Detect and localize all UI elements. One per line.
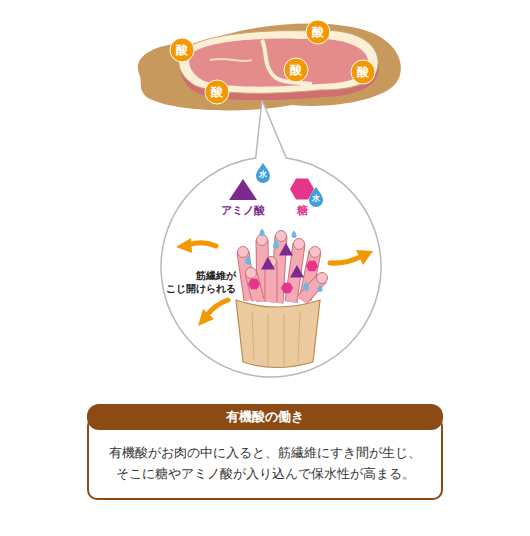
water-drop-shape	[256, 163, 270, 183]
amino-acid-particle	[261, 257, 275, 270]
arrow-shaft	[188, 243, 216, 246]
muscle-fibers	[238, 231, 328, 304]
water-drop-shape	[309, 187, 323, 207]
acid-label: 酸	[306, 20, 330, 44]
acid-label: 酸	[351, 60, 375, 84]
arrow-heads	[176, 238, 373, 326]
meat-lean	[189, 38, 368, 86]
fiber-note: 筋繊維が こじ開けられる	[150, 269, 236, 295]
fiber-end	[294, 239, 305, 250]
fiber-sheath	[236, 300, 320, 368]
water-drop	[245, 256, 251, 265]
meat-juice	[138, 24, 401, 111]
arrow-shaft	[330, 257, 360, 263]
magnifier-outline	[161, 100, 381, 377]
substance-label: 糖	[282, 204, 322, 218]
fiber-end	[276, 231, 287, 242]
fiber-end	[246, 268, 257, 279]
arrow-shaft	[208, 300, 228, 314]
water-drop	[303, 282, 309, 291]
acid-badge: 酸	[351, 60, 375, 84]
water-drop-badge: 水	[255, 163, 271, 183]
meat-fat-seam	[210, 59, 252, 61]
sugar-particle	[248, 279, 260, 289]
box-body-text: 有機酸がお肉の中に入ると、筋繊維にすき間が生じ、 そこに糖やアミノ酸が入り込んで…	[101, 442, 429, 484]
explanation-box: 有機酸の働き有機酸がお肉の中に入ると、筋繊維にすき間が生じ、 そこに糖やアミノ酸…	[87, 404, 443, 500]
fiber-end	[238, 247, 249, 258]
water-drop	[292, 231, 297, 239]
acid-circle	[205, 80, 229, 104]
fiber-end	[317, 273, 328, 284]
callout-pointer	[256, 100, 287, 158]
magnifier-circle: 水アミノ酸水糖筋繊維が こじ開けられる	[161, 157, 381, 377]
acid-badge: 酸	[306, 20, 330, 44]
water-label: 水	[255, 170, 271, 180]
sugar-particle	[281, 283, 293, 293]
fiber-end	[257, 235, 268, 246]
acid-circle	[351, 60, 375, 84]
acid-badge: 酸	[170, 38, 194, 62]
meat-fat-seam	[262, 40, 312, 84]
arrow-head	[176, 238, 192, 253]
acid-label: 酸	[284, 58, 308, 82]
water-label: 水	[308, 194, 324, 204]
amino-acid-icon: 水アミノ酸	[214, 176, 272, 222]
arrow-head	[198, 309, 214, 326]
water-drop	[260, 229, 265, 237]
water-drop	[273, 240, 279, 249]
amino-acid-particle	[279, 243, 293, 256]
acid-badge: 酸	[284, 58, 308, 82]
water-drop-badge: 水	[308, 187, 324, 207]
sugar-icon: 水糖	[282, 176, 322, 222]
fiber-end	[310, 247, 321, 258]
acid-label: 酸	[170, 38, 194, 62]
amino-acid-triangle	[229, 179, 257, 200]
arrow-head	[356, 250, 373, 265]
acid-circle	[284, 58, 308, 82]
water-drop	[318, 285, 323, 293]
fiber-sheath-lines	[252, 312, 300, 366]
box-heading: 有機酸の働き	[87, 404, 443, 430]
sugar-particle	[306, 261, 318, 271]
acid-circle	[306, 20, 330, 44]
fiber-particles	[245, 229, 323, 294]
substance-label: アミノ酸	[208, 204, 278, 218]
acid-badge: 酸	[205, 80, 229, 104]
acid-circle	[170, 38, 194, 62]
node-outline	[161, 157, 381, 377]
acid-label: 酸	[205, 80, 229, 104]
amino-acid-particle	[290, 265, 304, 278]
